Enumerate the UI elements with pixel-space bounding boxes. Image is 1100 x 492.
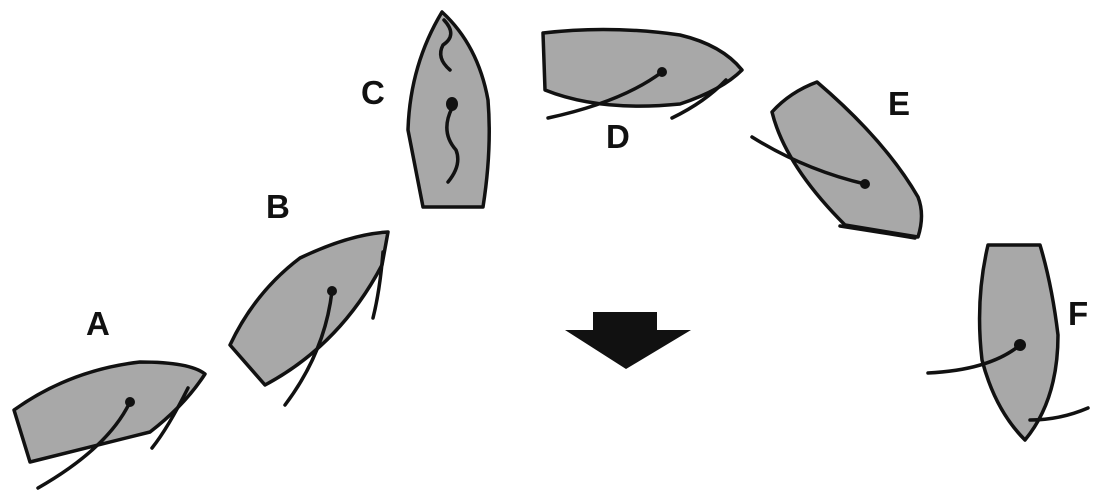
- boat-b: [230, 232, 388, 405]
- boat-d: [543, 29, 742, 118]
- wind-direction-arrow-icon: [565, 312, 691, 369]
- boat-label-e: E: [888, 85, 910, 122]
- boat-label-d: D: [606, 118, 630, 155]
- boat-label-c: C: [361, 74, 385, 111]
- boat-b-mast: [327, 286, 337, 296]
- boat-label-b: B: [266, 188, 290, 225]
- boat-c-mast: [446, 97, 458, 111]
- boat-e-mast: [860, 179, 870, 189]
- boat-a: [14, 362, 205, 488]
- boat-f-mast: [1014, 339, 1026, 351]
- boat-a-mast: [125, 397, 135, 407]
- boat-b-hull: [230, 232, 388, 385]
- boat-label-f: F: [1068, 295, 1088, 332]
- boat-c: [408, 12, 489, 207]
- boat-d-mast: [657, 67, 667, 77]
- boat-f: [928, 245, 1088, 440]
- boat-label-a: A: [86, 305, 110, 342]
